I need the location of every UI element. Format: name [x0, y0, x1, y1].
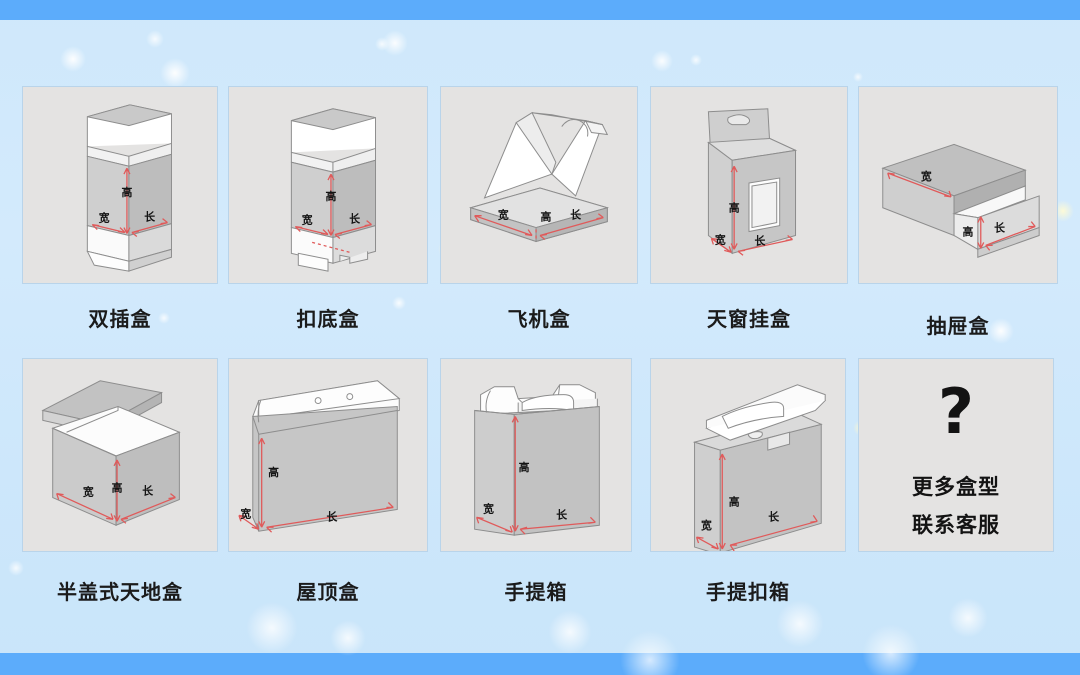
box-card-half-lid-lid-base-box[interactable]: 宽 高 长	[22, 358, 218, 552]
dim-label-height: 高	[519, 460, 530, 474]
dim-label-width: 宽	[98, 211, 110, 225]
dimension-arrows	[710, 165, 793, 256]
box-label-double-insert-box: 双插盒	[88, 307, 152, 331]
dim-label-height: 高	[729, 494, 740, 508]
dim-label-length: 长	[142, 484, 153, 498]
box-card-drawer-box[interactable]: 宽 高 长	[858, 86, 1058, 284]
dim-label-width: 宽	[714, 232, 726, 246]
box-card-lock-bottom-box[interactable]: 高 宽 长	[228, 86, 428, 284]
dimension-arrows	[294, 173, 372, 253]
box-label-half-lid-lid-base-box: 半盖式天地盒	[57, 580, 183, 604]
dim-label-width: 宽	[301, 213, 313, 227]
box-card-double-insert-box[interactable]: 高 宽 长	[22, 86, 218, 284]
box-card-handle-buckle-case[interactable]: 高 宽 长	[650, 358, 846, 552]
box-label-drawer-box: 抽屉盒	[926, 314, 990, 338]
more-box-types-line1: 更多盒型	[912, 475, 1000, 499]
drawer-box-illustration: 宽 高 长	[881, 143, 1040, 258]
dimension-arrows	[695, 453, 818, 551]
dim-label-length: 长	[327, 509, 338, 523]
airplane-box-illustration: 宽 高 长	[468, 111, 610, 243]
question-mark-icon: ?	[938, 375, 974, 448]
box-label-airplane-box: 飞机盒	[507, 307, 571, 331]
handle-case-illustration: 高 宽 长	[474, 384, 600, 536]
dim-label-height: 高	[268, 465, 279, 479]
handle-buckle-case-illustration: 高 宽 长	[692, 384, 827, 551]
box-label-handle-buckle-case: 手提扣箱	[706, 580, 790, 604]
dim-label-width: 宽	[700, 518, 712, 532]
box-card-handle-case[interactable]: 高 宽 长	[440, 358, 632, 552]
top-accent-bar	[0, 0, 1080, 20]
more-box-types-card[interactable]: ? 更多盒型 联系客服	[858, 358, 1054, 552]
dim-label-length: 长	[768, 509, 779, 523]
dim-label-width: 宽	[497, 208, 509, 222]
dim-label-height: 高	[121, 185, 132, 199]
box-label-roof-box: 屋顶盒	[296, 580, 360, 604]
dimension-arrows	[887, 172, 1036, 251]
box-label-handle-case: 手提箱	[504, 580, 568, 604]
half-lid-lid-base-box-illustration: 宽 高 长	[41, 380, 181, 527]
roof-box-illustration: 高 宽 长	[238, 380, 401, 533]
dim-label-height: 高	[962, 224, 973, 238]
dim-label-length: 长	[144, 210, 155, 224]
dim-label-height: 高	[540, 210, 551, 224]
dim-label-height: 高	[729, 201, 740, 215]
bottom-accent-bar	[0, 653, 1080, 675]
box-card-roof-box[interactable]: 高 宽 长	[228, 358, 428, 552]
dimension-arrows	[238, 437, 394, 533]
lock-bottom-box-illustration: 高 宽 长	[290, 108, 377, 272]
dim-label-length: 长	[556, 507, 567, 521]
dimension-arrows	[476, 416, 596, 535]
dim-label-width: 宽	[920, 169, 932, 183]
more-box-types-line2: 联系客服	[912, 513, 1000, 537]
dimension-arrows	[474, 213, 604, 242]
dim-label-width: 宽	[482, 501, 494, 515]
dim-label-length: 长	[349, 212, 360, 226]
dimension-arrows	[91, 167, 168, 237]
dim-label-length: 长	[754, 233, 765, 247]
box-card-airplane-box[interactable]: 宽 高 长	[440, 86, 638, 284]
window-hanging-box-illustration: 高 宽 长	[707, 108, 798, 256]
dim-label-length: 长	[570, 208, 581, 222]
dim-label-height: 高	[112, 481, 123, 495]
box-label-window-hanging-box: 天窗挂盒	[707, 307, 791, 331]
dim-label-height: 高	[326, 189, 337, 203]
box-label-lock-bottom-box: 扣底盒	[296, 307, 360, 331]
double-insert-box-illustration: 高 宽 长	[86, 104, 172, 272]
dim-label-width: 宽	[239, 506, 251, 520]
dimension-arrows	[56, 459, 176, 524]
dim-label-width: 宽	[82, 485, 94, 499]
dim-label-length: 长	[994, 221, 1005, 235]
box-card-window-hanging-box[interactable]: 高 宽 长	[650, 86, 848, 284]
